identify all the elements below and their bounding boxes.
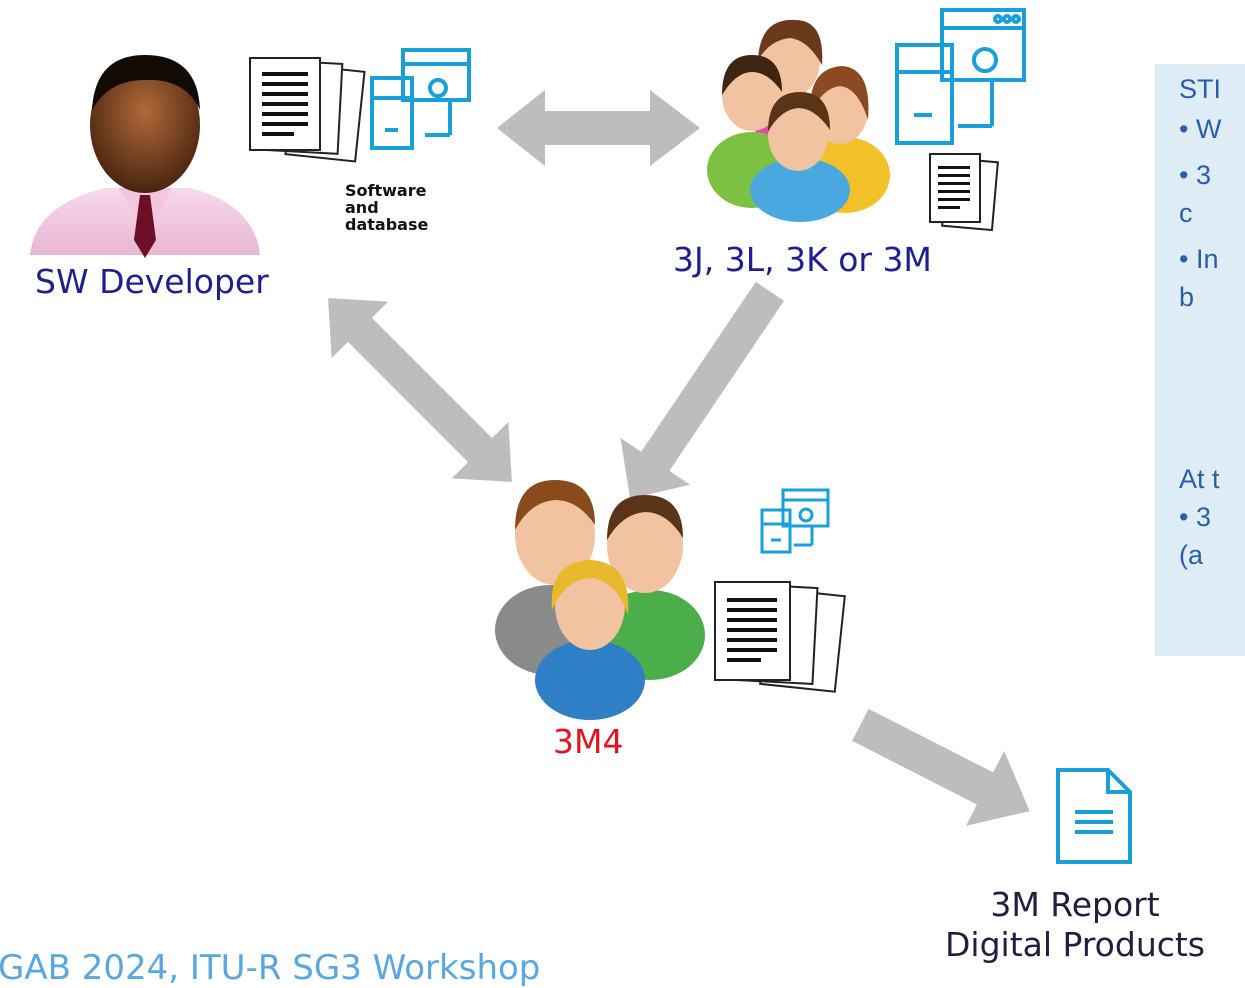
report-label: 3M Report Digital Products	[945, 885, 1205, 965]
developer-software-icon	[370, 48, 471, 150]
info-box: STI • W • 3 c • In b At t • 3 (a	[1155, 64, 1245, 656]
team-documents-icon	[714, 581, 846, 693]
arrow-team-report	[852, 708, 1030, 826]
team-software-icon	[760, 488, 830, 554]
arrow-developer-groups	[497, 90, 700, 166]
software-database-caption: Software and database	[345, 182, 428, 233]
info-line-2: • W	[1179, 114, 1222, 144]
report-document-icon	[1056, 768, 1132, 864]
info-line-8: • 3	[1179, 502, 1211, 532]
groups-label: 3J, 3L, 3K or 3M	[673, 240, 932, 279]
info-line-1: STI	[1179, 74, 1222, 104]
caption-line-2: and	[345, 198, 379, 217]
report-label-line-2: Digital Products	[945, 925, 1206, 964]
footer-text: GAB 2024, ITU-R SG3 Workshop	[0, 948, 541, 988]
info-line-5: • In	[1179, 244, 1219, 274]
developer-label: SW Developer	[35, 262, 269, 301]
caption-line-1: Software	[345, 181, 427, 200]
team-avatar	[495, 480, 705, 720]
info-line-4: c	[1179, 198, 1193, 228]
groups-avatar	[707, 19, 890, 222]
groups-documents-icon	[929, 153, 999, 232]
developer-documents-icon	[249, 57, 366, 163]
caption-line-3: database	[345, 215, 429, 234]
arrow-developer-team	[328, 298, 512, 482]
info-line-6: b	[1179, 282, 1195, 312]
info-line-3: • 3	[1179, 160, 1211, 190]
team-label: 3M4	[553, 722, 624, 761]
groups-software-icon	[895, 8, 1026, 145]
arrow-groups-team	[620, 281, 784, 499]
report-label-line-1: 3M Report	[990, 885, 1160, 924]
info-line-7: At t	[1179, 464, 1220, 494]
info-line-9: (a	[1179, 540, 1204, 570]
developer-avatar	[30, 55, 260, 258]
